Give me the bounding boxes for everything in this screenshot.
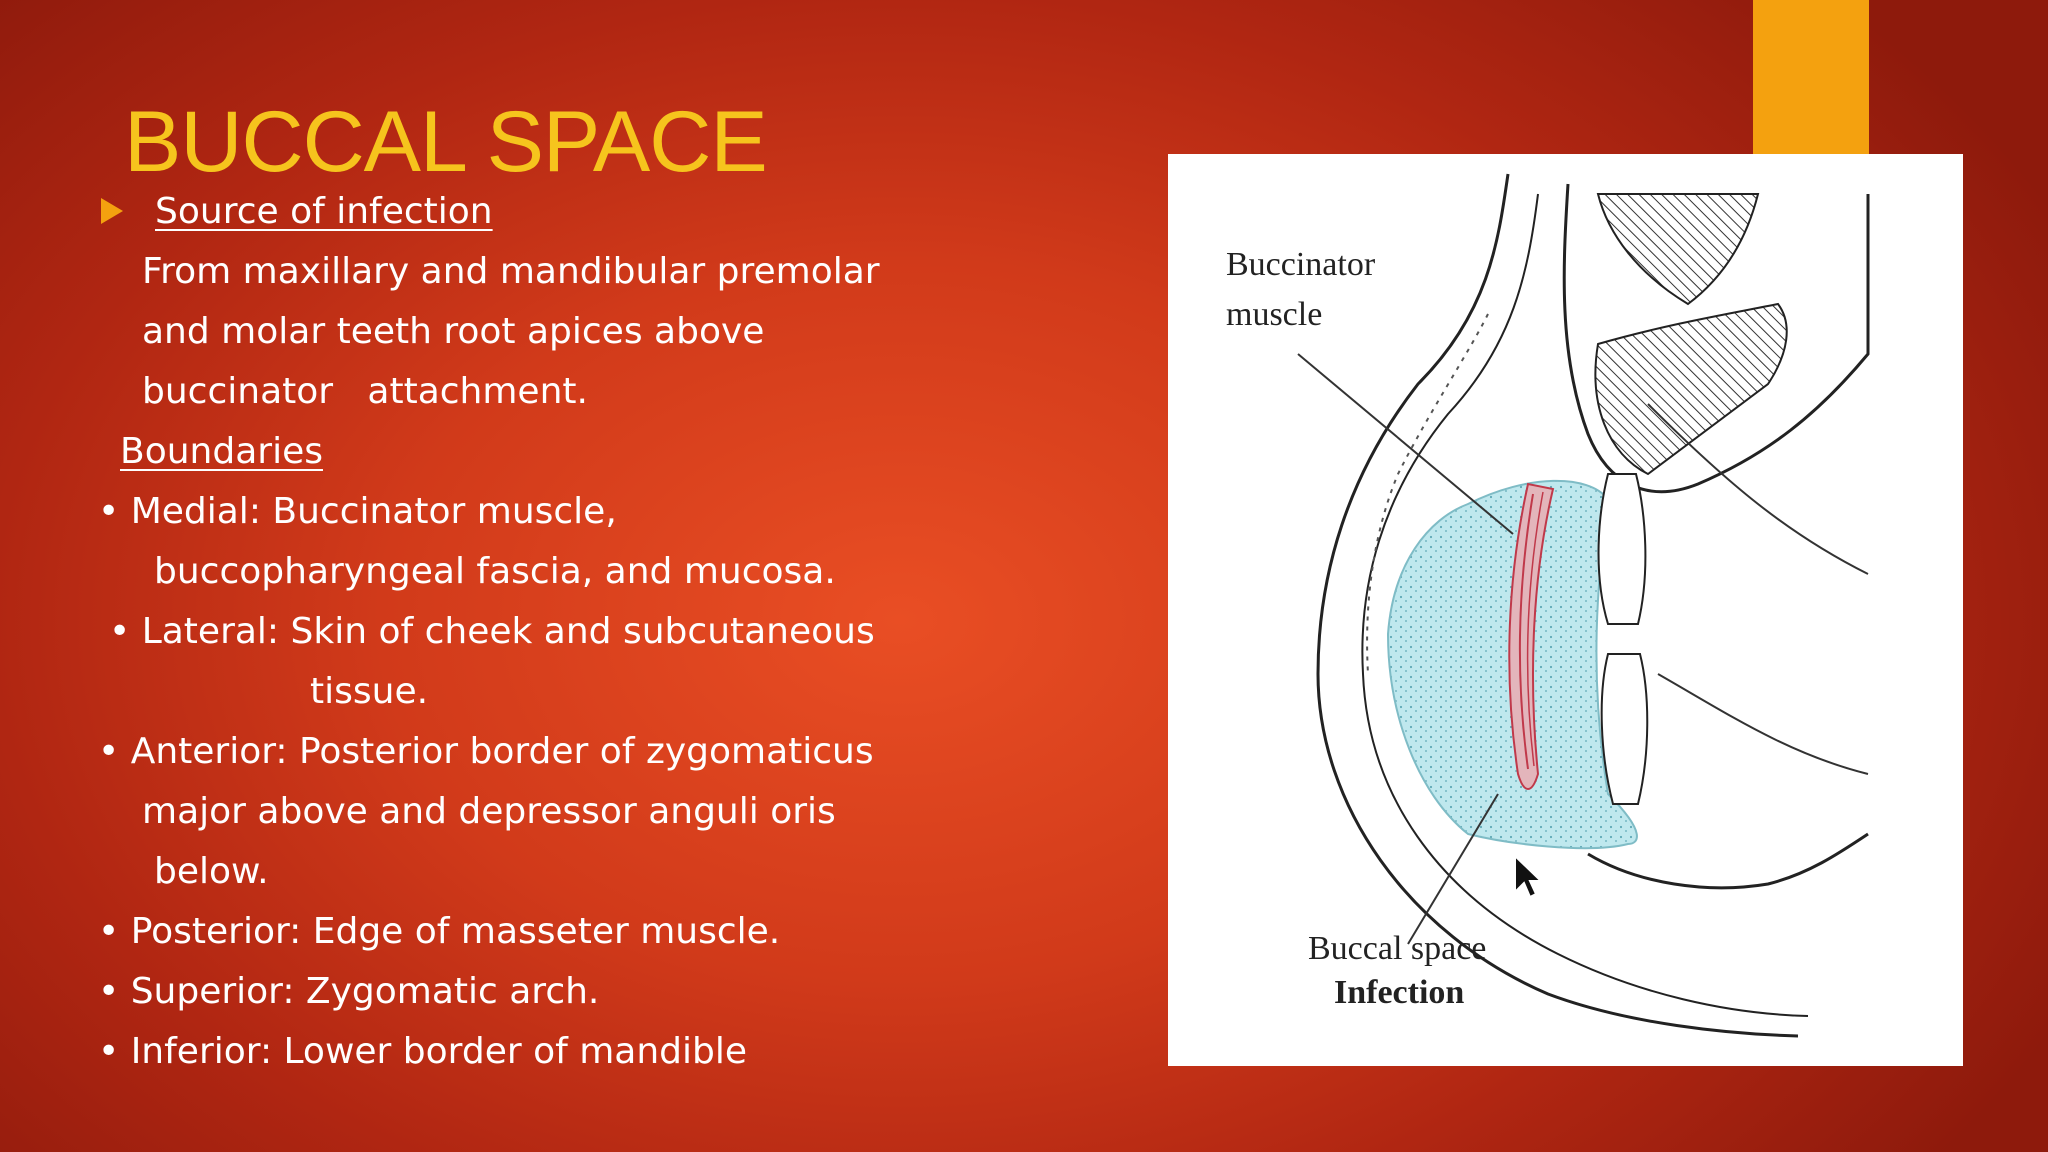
bullet-lateral: Lateral: Skin of cheek and subcutaneous [109,610,875,654]
bullet-inferior-text: Inferior: Lower border of mandible [130,1031,748,1072]
lower-tooth [1600,653,1649,805]
tongue-contour [1647,403,1869,775]
bullet-medial-text: Medial: Buccinator muscle, [130,491,617,532]
bullet-dot [98,1031,119,1072]
buccal-leader [1407,793,1499,945]
bullet-inferior: Inferior: Lower border of mandible [98,1030,747,1074]
source-line-2: and molar teeth root apices above [142,311,765,352]
zygomatic-bone [1594,302,1788,476]
cheek-outer-contour [1316,173,1799,1038]
mouse-cursor-icon [1514,854,1543,899]
buccal-space-diagram [1297,173,1870,1038]
bullet-lateral-cont: tissue. [310,671,429,712]
bullet-posterior: Posterior: Edge of masseter muscle. [98,910,780,954]
buccinator-leader [1297,353,1514,535]
bullet-medial: Medial: Buccinator muscle, [98,490,617,534]
source-line-1: From maxillary and mandibular premolar [142,251,880,292]
label-buccinator-line1: Buccinator [1226,246,1376,283]
boundaries-heading: Boundaries [120,431,323,472]
bullet-anterior-text: Anterior: Posterior border of zygomaticu… [130,731,874,772]
anatomy-figure: Buccinator muscle Buccal space Infection [1168,154,1963,1066]
label-buccal-line2: Infection [1334,974,1465,1011]
cheek-inner-contour [1361,193,1809,1017]
maxillary-sinus [1596,193,1760,306]
label-buccal-line1: Buccal space [1308,930,1487,967]
buccinator-muscle [1508,482,1555,790]
source-line-3: buccinator attachment. [142,371,588,412]
source-heading: Source of infection [155,191,493,232]
bullet-dot [109,611,130,652]
bullet-superior: Superior: Zygomatic arch. [98,970,599,1014]
upper-tooth [1597,473,1647,625]
bullet-lateral-text: Lateral: Skin of cheek and subcutaneous [141,611,875,652]
bullet-posterior-text: Posterior: Edge of masseter muscle. [130,911,781,952]
bullet-dot [98,971,119,1012]
slide-title: BUCCAL SPACE [124,94,768,190]
bullet-dot [98,491,119,532]
mandible [1587,832,1869,890]
skin-line [1366,313,1489,675]
bullet-medial-cont: buccopharyngeal fascia, and mucosa. [154,551,836,592]
bullet-anterior: Anterior: Posterior border of zygomaticu… [98,730,874,774]
accent-bar [1753,0,1869,154]
bullet-anterior-cont-1: major above and depressor anguli oris [142,791,836,832]
bullet-anterior-cont-2: below. [154,851,269,892]
bullet-superior-text: Superior: Zygomatic arch. [130,971,600,1012]
bullet-dot [98,911,119,952]
bullet-arrow-icon [101,198,123,224]
bullet-dot [98,731,119,772]
label-buccinator-line2: muscle [1226,296,1323,333]
